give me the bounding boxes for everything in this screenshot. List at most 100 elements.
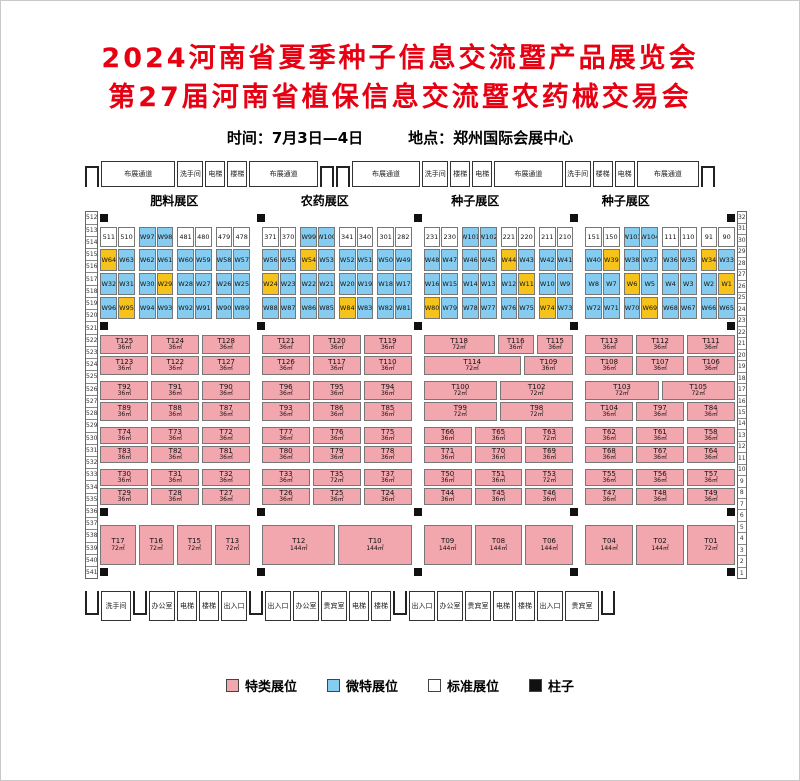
booth-area: 36㎡ [508,344,523,352]
legend-swatch [529,679,543,693]
booth-cell: W60 [177,249,194,272]
booth-cell: W44 [500,249,518,272]
facility-room: 贵宾室 [321,591,347,622]
booth-area: 72㎡ [704,544,718,552]
booth-cell: W66 [700,297,718,320]
booth-area: 36㎡ [380,411,395,419]
facility-room: 电梯 [493,591,513,622]
booth-cell: W51 [356,249,374,272]
booth-cell: W24 [262,273,279,296]
zone-label: 肥料展区 [150,194,199,209]
booth-area: 36㎡ [440,496,455,504]
booth-cell: W40 [585,249,603,272]
zone-group: 151150W103W1041111109190 [585,227,735,248]
legend-swatch [428,679,441,693]
booth-cell: W15 [441,273,459,296]
booth-code: T90 [219,382,233,391]
booth-cell: W50 [377,249,394,272]
side-booth: 535 [86,494,98,506]
booth-cell: W90 [215,297,233,320]
booth-area: 36㎡ [491,496,506,504]
booth-cell: W9 [556,273,574,296]
legend-swatch [326,679,340,693]
booth-code: T35 [330,469,344,478]
booth-area: 36㎡ [380,496,395,504]
booth-code: T75 [381,427,395,436]
booth-area: 36㎡ [704,454,718,462]
booth-code: T66 [441,427,455,436]
facility-room: 办公室 [293,591,319,622]
pillar [413,322,422,331]
booth-code: T65 [491,427,506,436]
booth-cell: W17 [395,273,412,296]
side-booth: 533 [86,469,98,482]
booth-code: T37 [381,469,395,478]
side-booth: 2 [737,556,746,568]
booth-cell: W82 [377,297,394,320]
side-booth: 15 [737,407,746,419]
booth-code: T16 [149,537,163,546]
facility-room: 洗手间 [564,161,591,188]
booth-cell: W8 [585,273,603,296]
booth-code: T124 [166,336,185,345]
booth-code: T113 [600,336,619,345]
booth-code: T30 [117,469,131,478]
booth-cell: W56 [262,249,279,272]
booth-code: T104 [600,403,619,412]
booth-cell: 230 [441,227,459,248]
booth-area: 36㎡ [168,365,183,373]
booth-code: T48 [653,488,667,497]
side-booth: 526 [86,384,98,396]
booth-area: 36㎡ [219,365,233,373]
legend-item: 标准展位 [428,676,499,695]
side-booth: 16 [737,396,746,408]
booth-code: T125 [115,336,134,345]
side-booth: 25 [737,293,746,305]
side-booth: 12 [737,442,746,454]
booth-cell: W102 [479,227,497,248]
booth-row: 511510W97W98481480479478371370W99W100341… [100,227,735,248]
booth-code: T06 [542,537,556,546]
booth-area: 144㎡ [438,544,457,552]
side-booth: 24 [737,304,746,316]
booth-code: T70 [491,446,506,455]
booth-code: T67 [653,446,667,455]
booth-code: T96 [279,382,293,391]
side-booth: 28 [737,258,746,270]
booth-code: T106 [702,357,720,366]
booth-cell: W100 [318,227,335,248]
side-booth: 26 [737,281,746,293]
booth-code: T58 [704,427,718,436]
pillar [726,568,735,577]
booth-code: T98 [530,403,544,412]
booth-area: 36㎡ [440,435,455,443]
side-booth: 521 [86,322,98,335]
booth-cell: 480 [194,227,212,248]
